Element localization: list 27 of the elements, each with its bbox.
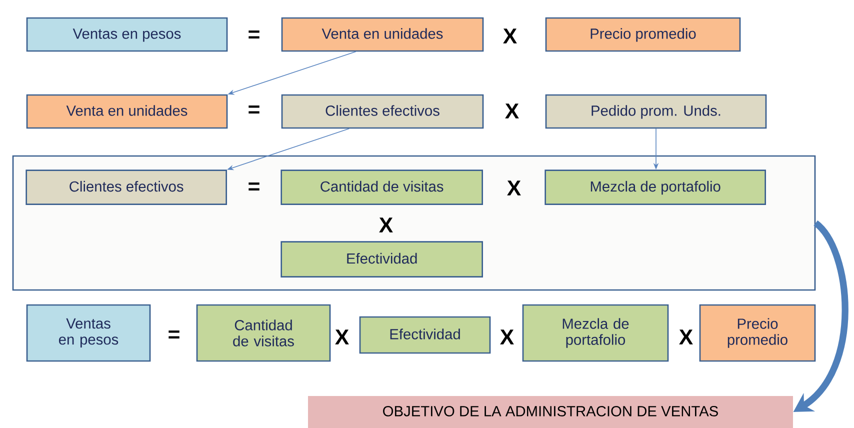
term-box: Cantidad de visitas bbox=[196, 304, 331, 362]
times-sign: X bbox=[679, 330, 693, 344]
term-box: Clientes efectivos bbox=[281, 94, 484, 129]
equals-sign: = bbox=[248, 30, 260, 38]
equals-sign: = bbox=[248, 182, 260, 190]
term-box: Cantidad de visitas bbox=[280, 170, 483, 205]
times-sign: X bbox=[503, 28, 517, 44]
goal-banner: OBJETIVO DE LA ADMINISTRACION DE VENTAS bbox=[308, 396, 793, 428]
term-box: Mezcla de portafolio bbox=[522, 304, 669, 362]
times-sign: X bbox=[500, 330, 514, 344]
times-sign: X bbox=[507, 180, 521, 196]
times-sign: X bbox=[379, 218, 393, 232]
equals-sign: = bbox=[168, 330, 180, 338]
term-box: Ventas en pesos bbox=[26, 17, 228, 52]
equals-sign: = bbox=[248, 105, 260, 114]
term-box: Venta en unidades bbox=[281, 17, 484, 52]
term-box: Mezcla de portafolio bbox=[544, 170, 766, 205]
term-box: Precio promedio bbox=[699, 304, 816, 362]
term-box: Ventas en pesos bbox=[26, 304, 151, 362]
term-box: Efectividad bbox=[359, 316, 491, 354]
term-box: Venta en unidades bbox=[26, 94, 228, 129]
times-sign: X bbox=[335, 330, 349, 344]
term-box: Clientes efectivos bbox=[26, 170, 227, 205]
term-box: Efectividad bbox=[280, 241, 483, 278]
term-box: Pedido prom. Unds. bbox=[545, 94, 767, 129]
term-box: Precio promedio bbox=[545, 17, 741, 52]
times-sign: X bbox=[505, 104, 519, 118]
